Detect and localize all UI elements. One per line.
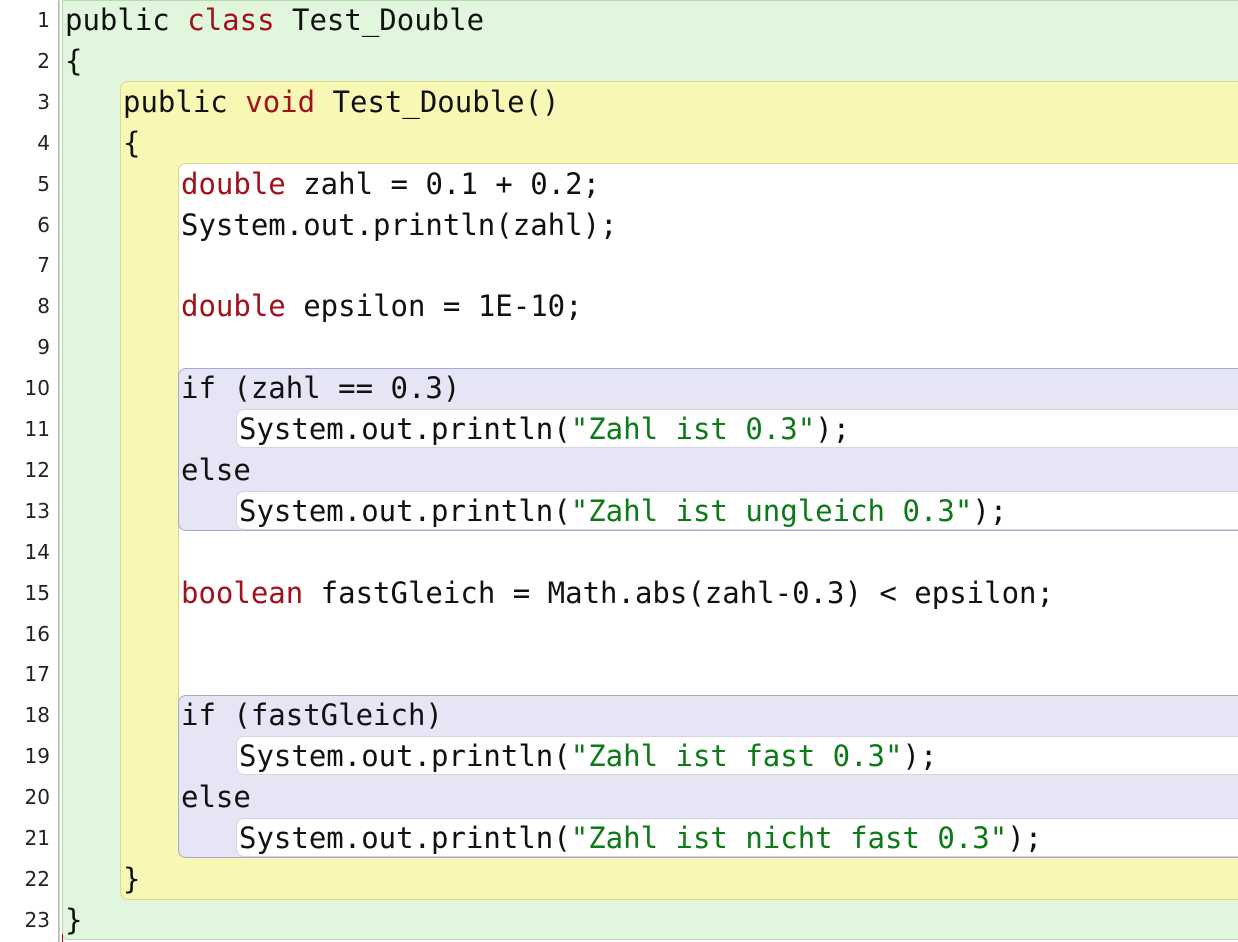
code-token: System.out.println( — [239, 493, 571, 528]
code-line[interactable]: if (fastGleich) — [181, 695, 443, 736]
code-line[interactable]: System.out.println("Zahl ist 0.3"); — [239, 409, 850, 450]
code-token: System.out.println(zahl); — [181, 207, 618, 242]
string-literal-token: "Zahl ist ungleich 0.3" — [570, 493, 973, 528]
code-token: ); — [1007, 821, 1043, 855]
code-token: System.out.println( — [239, 412, 571, 446]
code-line[interactable]: if (zahl == 0.3) — [181, 368, 460, 409]
line-number: 19 — [24, 744, 50, 769]
code-token — [228, 85, 245, 119]
line-number: 23 — [24, 907, 50, 932]
code-token: } — [123, 861, 141, 896]
line-number: 3 — [37, 89, 50, 114]
code-line[interactable]: System.out.println("Zahl ist fast 0.3"); — [239, 736, 937, 777]
line-number: 11 — [24, 417, 50, 441]
code-token: Test_Double() — [315, 84, 560, 119]
code-line[interactable]: } — [123, 859, 140, 900]
line-number: 6 — [37, 212, 50, 237]
code-line[interactable]: { — [65, 41, 82, 82]
code-line[interactable]: System.out.println("Zahl ist nicht fast … — [239, 818, 1042, 859]
code-token: System.out.println( — [239, 821, 571, 855]
code-token — [170, 3, 187, 37]
code-token: } — [65, 902, 83, 937]
code-line[interactable]: { — [123, 123, 140, 164]
line-number: 1 — [37, 8, 50, 32]
code-line[interactable]: double zahl = 0.1 + 0.2; — [181, 164, 600, 205]
string-literal-token: "Zahl ist fast 0.3" — [570, 739, 903, 774]
line-number: 13 — [24, 498, 50, 523]
line-number: 16 — [24, 621, 50, 646]
code-line[interactable]: else — [181, 450, 251, 491]
line-number: 7 — [37, 253, 50, 278]
if-branch-statement-2 — [236, 736, 1238, 775]
line-number: 9 — [37, 335, 50, 360]
else-branch-statement-2 — [236, 818, 1238, 857]
line-number: 12 — [24, 457, 50, 482]
code-token: else — [181, 452, 251, 487]
code-token: (fastGleich) — [215, 698, 443, 733]
line-number: 20 — [24, 785, 50, 810]
code-token: epsilon = 1E-10; — [285, 289, 583, 324]
code-token: { — [123, 125, 141, 160]
code-token: { — [65, 43, 83, 78]
code-line[interactable]: boolean fastGleich = Math.abs(zahl-0.3) … — [181, 573, 1054, 614]
code-token: System.out.println( — [239, 739, 571, 774]
keyword-token: class — [187, 3, 275, 37]
line-number: 22 — [24, 866, 50, 891]
text-caret — [62, 934, 63, 942]
code-token: Test_Double — [274, 3, 485, 37]
code-token: ); — [972, 493, 1008, 528]
line-number: 15 — [24, 580, 50, 605]
code-token: public — [123, 84, 228, 119]
line-number: 21 — [24, 826, 50, 850]
code-token: if — [181, 371, 216, 406]
code-line[interactable]: System.out.println("Zahl ist ungleich 0.… — [239, 491, 1007, 532]
keyword-token: double — [181, 289, 286, 324]
string-literal-token: "Zahl ist 0.3" — [570, 412, 816, 446]
code-token: ); — [815, 412, 851, 446]
code-line[interactable]: public class Test_Double — [65, 0, 484, 41]
code-line[interactable]: double epsilon = 1E-10; — [181, 286, 583, 327]
keyword-token: double — [181, 166, 286, 201]
else-branch-statement-1 — [236, 491, 1238, 530]
code-line[interactable]: public void Test_Double() — [123, 82, 560, 123]
line-number: 8 — [37, 294, 50, 319]
code-token: public — [65, 3, 170, 37]
line-number: 17 — [24, 662, 50, 687]
code-token: zahl = 0.1 + 0.2; — [285, 166, 601, 201]
if-branch-statement-1 — [236, 409, 1238, 448]
string-literal-token: "Zahl ist nicht fast 0.3" — [570, 821, 1008, 855]
code-token: if — [181, 698, 216, 733]
gutter-divider — [58, 0, 60, 942]
line-number: 5 — [37, 171, 50, 196]
code-token: (zahl == 0.3) — [215, 371, 461, 406]
code-line[interactable]: else — [181, 777, 251, 818]
code-line[interactable]: } — [65, 900, 82, 941]
code-token: ); — [902, 739, 938, 774]
keyword-token: void — [245, 84, 316, 119]
line-number: 4 — [37, 130, 50, 155]
code-token: fastGleich = Math.abs(zahl-0.3) < epsilo… — [303, 575, 1054, 610]
line-number: 2 — [37, 48, 50, 73]
line-number: 14 — [24, 539, 50, 564]
keyword-token: boolean — [181, 575, 304, 610]
code-token: else — [181, 780, 251, 815]
code-line[interactable]: System.out.println(zahl); — [181, 205, 618, 246]
line-number: 10 — [24, 376, 50, 401]
line-number: 18 — [24, 703, 50, 728]
